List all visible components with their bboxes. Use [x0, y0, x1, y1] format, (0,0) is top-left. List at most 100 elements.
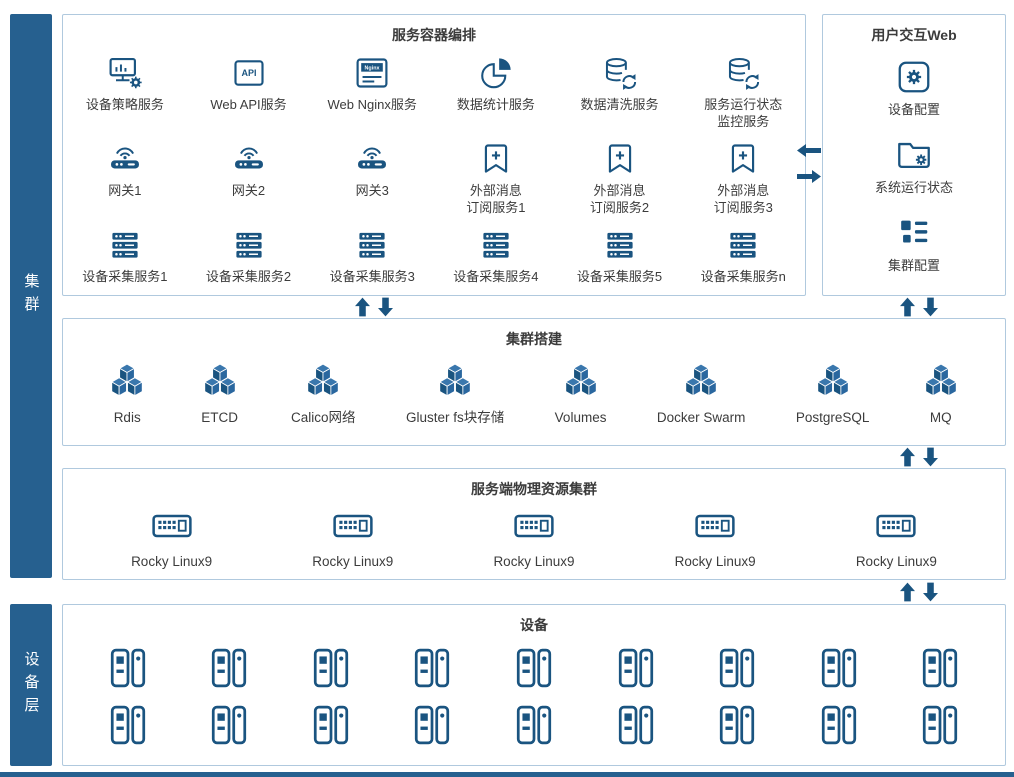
gateway-icon: [358, 147, 387, 169]
arrow-down-icon: [923, 297, 938, 317]
diagram-node: 集群配置: [888, 214, 940, 275]
device-door-icon: [212, 648, 247, 687]
device-door-icon: [313, 705, 348, 744]
node-label: Volumes: [554, 410, 607, 425]
node-label: 集群配置: [887, 257, 940, 273]
diagram-node: 设备配置: [888, 58, 940, 119]
flow-arrows-orchestration-cluster: [355, 297, 393, 317]
bookmark-plus-icon: [732, 144, 755, 173]
cubes-icon: [111, 363, 144, 397]
diagram-node: ETCD: [199, 361, 241, 427]
diagram-node: PostgreSQL: [795, 361, 870, 427]
server-front-icon: [876, 514, 916, 538]
device-node: [107, 704, 149, 746]
node-label: Docker Swarm: [656, 410, 746, 425]
arrow-down-icon: [923, 447, 938, 467]
db-refresh-icon: [605, 58, 636, 90]
node-label: 设备采集服务5: [576, 268, 663, 284]
node-label: Rocky Linux9: [312, 554, 394, 569]
diagram-node: 设备策略服务: [63, 55, 187, 114]
flow-arrows-physical-devices: [900, 582, 938, 602]
node-label: Rocky Linux9: [493, 554, 575, 569]
device-node: [310, 647, 352, 689]
node-label: Rdis: [113, 410, 141, 425]
api-box-icon: API: [233, 60, 264, 86]
diagram-node: 网关1: [63, 141, 187, 200]
bookmark-plus-icon: [608, 144, 631, 173]
node-label: Rocky Linux9: [131, 554, 213, 569]
server-front-icon: [695, 514, 735, 538]
node-label: 设备采集服务n: [700, 268, 786, 284]
diagram-node: 设备采集服务5: [558, 227, 682, 286]
diagram-node: 设备采集服务2: [187, 227, 311, 286]
orchestration-row: 网关1 网关2 网关3 外部消息 订阅服务1 外部消息 订阅服务2 外部消息 订…: [63, 131, 805, 217]
node-label: Gluster fs块存储: [405, 410, 505, 425]
arrow-down-icon: [923, 582, 938, 602]
server-front-icon: [151, 514, 192, 538]
arrow-right-icon: [797, 170, 821, 183]
cubes-icon: [439, 363, 472, 397]
node-label: 设备配置: [887, 101, 940, 117]
diagram-node: 服务运行状态 监控服务: [681, 55, 805, 131]
diagram-node: 设备采集服务3: [310, 227, 434, 286]
gateway-icon: [234, 147, 263, 169]
node-label: ETCD: [201, 410, 238, 425]
arrow-up-icon: [900, 582, 915, 602]
node-label: 外部消息 订阅服务2: [589, 182, 650, 215]
flow-arrows-userweb-cluster: [900, 297, 938, 317]
grid-list-icon: [901, 220, 928, 243]
node-label: 设备采集服务3: [329, 268, 415, 284]
panel-title: 服务容器编排: [392, 27, 476, 43]
device-door-icon: [923, 648, 958, 687]
device-node: [208, 704, 250, 746]
device-door-icon: [719, 705, 755, 744]
diagram-node: Calico网络: [291, 361, 356, 427]
server-stack-icon: [235, 232, 262, 258]
arrow-up-icon: [900, 447, 915, 467]
node-label: PostgreSQL: [795, 410, 870, 425]
server-stack-icon: [359, 232, 385, 258]
diagram-node: 数据统计服务: [434, 55, 558, 114]
node-label: 设备采集服务1: [82, 268, 168, 284]
device-door-icon: [313, 648, 348, 687]
server-stack-icon: [730, 232, 756, 258]
diagram-node: MQ: [920, 361, 962, 427]
device-node: [615, 647, 657, 689]
device-door-icon: [618, 648, 653, 687]
device-door-icon: [618, 705, 653, 744]
device-node: [919, 647, 961, 689]
panel-title: 设备: [520, 617, 548, 633]
node-label: 网关3: [355, 182, 389, 198]
cluster-layer-bar: 集群: [10, 14, 52, 578]
arrow-up-icon: [355, 297, 370, 317]
server-stack-icon: [606, 232, 633, 258]
diagram-node: Gluster fs块存储: [406, 361, 504, 427]
cubes-icon: [685, 363, 718, 397]
device-node: [615, 704, 657, 746]
diagram-node: Rocky Linux9: [856, 505, 937, 571]
device-door-icon: [415, 648, 450, 687]
node-label: 网关1: [108, 182, 142, 198]
node-label: 设备采集服务4: [453, 268, 539, 284]
device-node: [411, 647, 453, 689]
device-row: [77, 704, 991, 746]
node-label: 数据清洗服务: [580, 97, 659, 112]
diagram-node: 网关2: [187, 141, 311, 200]
server-stack-icon: [483, 232, 509, 258]
monitor-gear-icon: [109, 57, 142, 89]
device-door-icon: [923, 705, 958, 744]
device-node: [513, 704, 555, 746]
device-node: [310, 704, 352, 746]
node-label: MQ: [929, 410, 952, 425]
diagram-node: 设备采集服务4: [434, 227, 558, 286]
diagram-node: 设备采集服务n: [681, 227, 805, 286]
device-door-icon: [821, 705, 856, 744]
node-label: Rocky Linux9: [674, 554, 756, 569]
node-label: 网关2: [231, 182, 266, 198]
device-door-icon: [110, 648, 145, 687]
device-node: [716, 704, 758, 746]
device-door-icon: [415, 705, 450, 744]
